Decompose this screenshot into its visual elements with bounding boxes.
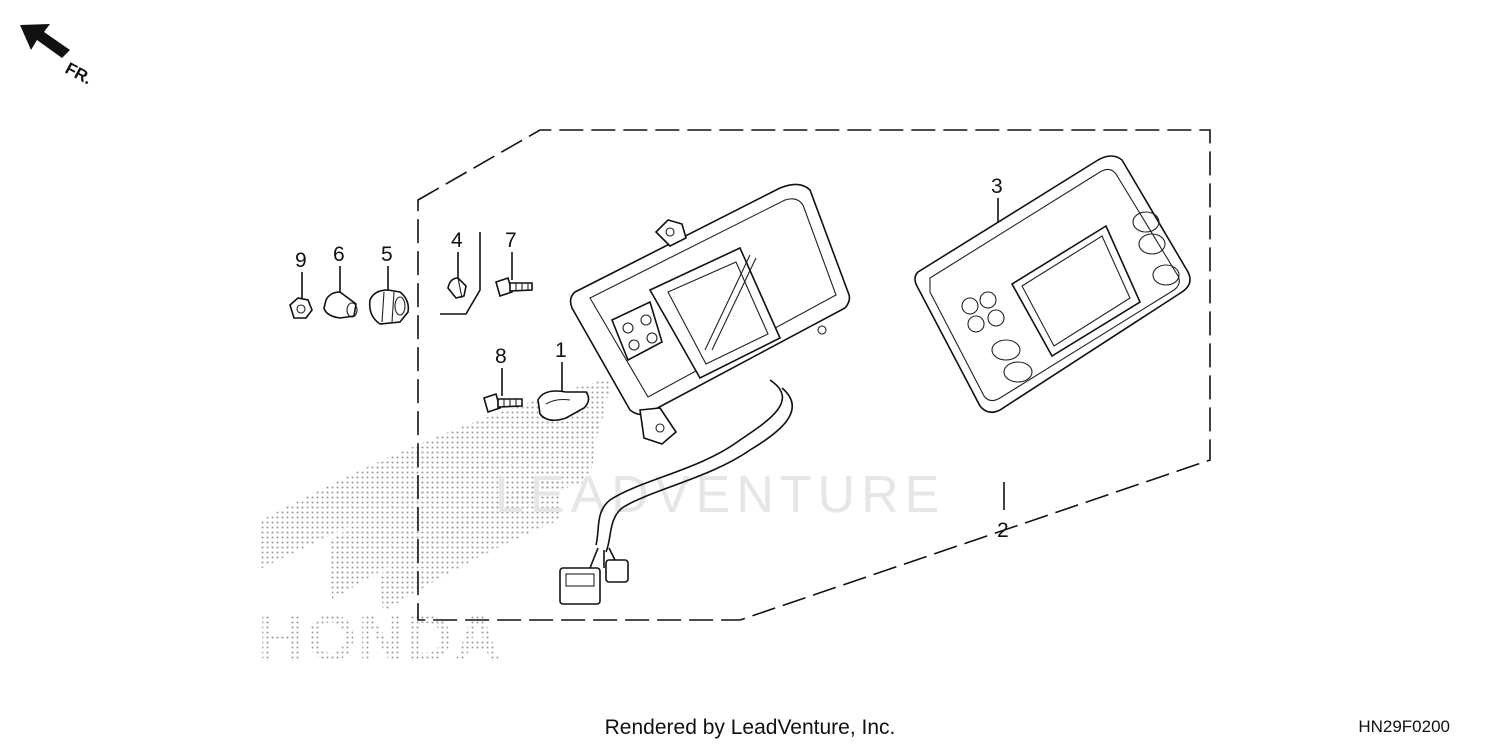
callout-6: 6 [333,243,345,266]
part-8-bolt [483,392,523,414]
part-7-bolt [495,276,533,298]
part-9-nut [289,297,313,319]
front-direction-label: FR. [62,59,95,89]
render-credit: Rendered by LeadVenture, Inc. [604,716,896,739]
callout-5: 5 [381,243,393,266]
callout-8: 8 [495,345,507,368]
callout-9: 9 [295,249,307,272]
callout-1: 1 [555,339,567,362]
assembly-boundary [417,129,1211,621]
callout-labels: 9 6 5 4 7 8 1 3 2 [295,175,1009,542]
callout-4: 4 [451,229,463,252]
meter-case-assembly [559,183,851,605]
part-1-clamp [537,390,590,422]
part-4-bracket-line [440,232,481,315]
part-4-screw [447,277,467,299]
meter-cover [914,155,1191,414]
honda-logo-text: HONDA [258,602,503,674]
honda-wing-logo: HONDA [258,378,612,674]
part-6-collar [323,291,358,319]
diagram-code: HN29F0200 [1358,717,1450,736]
callout-2: 2 [997,519,1009,542]
callout-3: 3 [991,175,1003,198]
leadventure-watermark: LEADVENTURE [495,466,945,524]
callout-7: 7 [505,229,517,252]
part-5-grommet [368,289,410,325]
leader-lines [301,198,1005,510]
front-direction-arrow: FR. [20,24,95,88]
